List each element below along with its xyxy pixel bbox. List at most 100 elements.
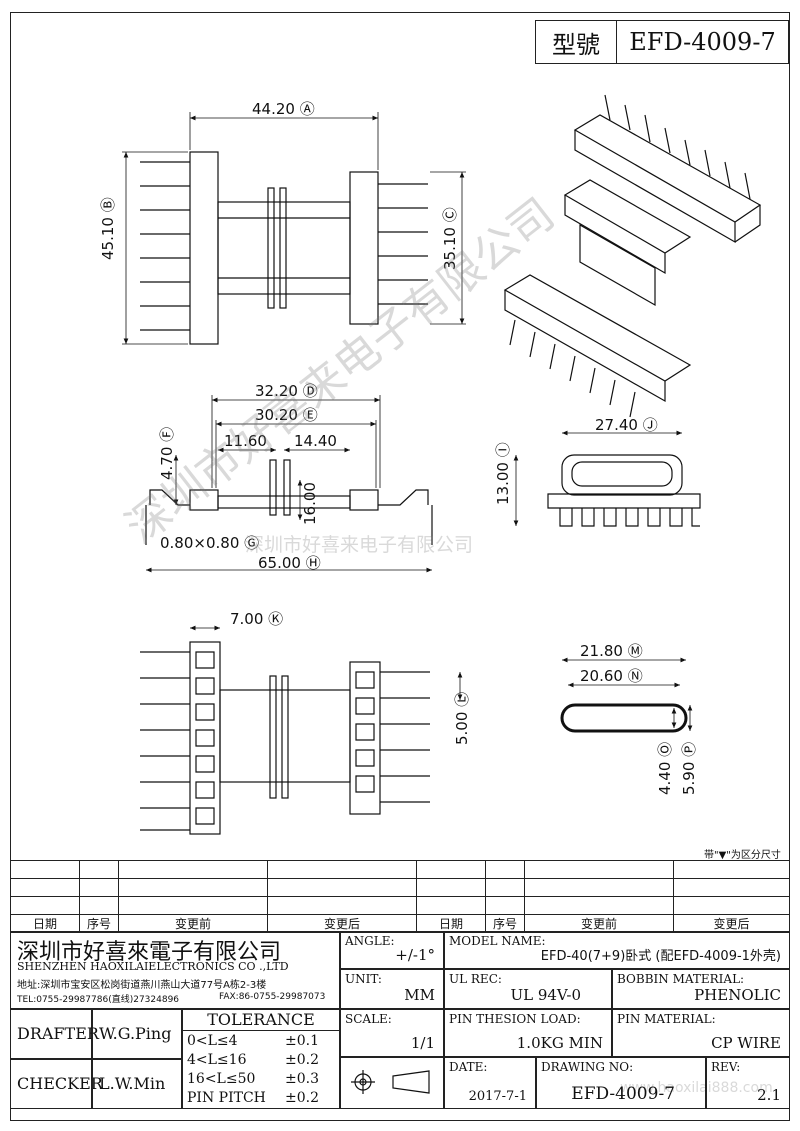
angle-label: ANGLE: [345,934,395,948]
dim-k: 7.00 Ⓚ [230,610,283,628]
drawing-no-value: EFD-4009-7 [571,1084,675,1104]
pin-material-cell: PIN MATERIAL: CP WIRE [612,1009,790,1057]
scale-cell: SCALE: 1/1 [340,1009,444,1057]
bobbin-value: PHENOLIC [694,986,781,1004]
unit-value: MM [404,986,435,1004]
company-name-en: SHENZHEN HAOXILAIELECTRONICS CO .,LTD [17,960,289,973]
pin-load-cell: PIN THESION LOAD: 1.0KG MIN [444,1009,612,1057]
technical-drawing: 44.20 Ⓐ 45.10 Ⓑ 35.10 Ⓒ 32.20 Ⓓ 30.20 Ⓔ … [99,94,762,835]
drawing-sheet [10,12,790,1121]
scale-value: 1/1 [410,1034,435,1052]
angle-cell: ANGLE: +/-1° [340,931,444,969]
rev-header-date-1: 日期 [10,914,80,933]
tolerance-range-4: PIN PITCH [187,1090,266,1106]
isometric-view [503,94,762,418]
projection-symbol-icon [351,1070,430,1094]
dim-i: 13.00 Ⓘ [494,442,512,505]
pin-load-label: PIN THESION LOAD: [449,1012,581,1026]
unit-cell: UNIT: MM [340,969,444,1009]
date-cell: DATE: 2017-7-1 [444,1057,536,1109]
ul-cell: UL REC: UL 94V-0 [444,969,612,1009]
dim-b: 45.10 Ⓑ [99,197,117,260]
bottom-view [140,625,463,835]
drawing-no-cell: DRAWING NO: EFD-4009-7 [536,1057,706,1109]
watermark-small: 深圳市好喜来电子有限公司 [245,534,474,556]
rev-header-after-2: 变更后 [673,914,790,933]
front-view [145,395,433,573]
tolerance-value-4: ±0.2 [285,1090,319,1106]
drawing-no-label: DRAWING NO: [541,1060,634,1074]
dim-o: 4.40 Ⓞ [656,742,674,795]
company-address: 地址:深圳市宝安区松岗街道燕川燕山大道77号A栋2-3楼 [17,980,267,991]
drafter-cell: W.G.Ping [92,1009,182,1059]
model-number-box: 型號 EFD-4009-7 [535,20,789,64]
projection-symbol-cell [340,1057,444,1109]
dim-c: 35.10 Ⓒ [441,207,459,270]
dim-w1: 11.60 [224,432,267,450]
model-name-label: MODEL NAME: [449,934,546,948]
side-view [513,430,701,527]
drafter-label-cell: DRAFTER [10,1009,99,1059]
unit-label: UNIT: [345,972,382,986]
checker-cell: L.W.Min [92,1059,182,1109]
model-name-cell: MODEL NAME: EFD-40(7+9)卧式 (配EFD-4009-1外壳… [444,931,790,969]
tolerance-ranges: 0<L≤4 4<L≤16 16<L≤50 PIN PITCH [187,1032,266,1108]
rev-cell: REV: 2.1 [706,1057,790,1109]
dim-h: 65.00 Ⓗ [258,554,321,572]
tolerance-values: ±0.1 ±0.2 ±0.3 ±0.2 [285,1032,319,1108]
pin-load-value: 1.0KG MIN [516,1034,603,1052]
rev-value: 2.1 [757,1086,781,1104]
dim-f: 4.70 Ⓕ [158,427,176,480]
dimension-note: 带"▼"为区分尺寸 [704,850,781,861]
model-value: EFD-4009-7 [629,28,776,56]
checker-label: CHECKER [17,1074,103,1093]
drafter-name: W.G.Ping [99,1024,172,1043]
tolerance-range-3: 16<L≤50 [187,1071,256,1087]
date-label: DATE: [449,1060,488,1074]
tolerance-value-2: ±0.2 [285,1052,319,1068]
company-name-cn: 深圳市好喜來電子有限公司 [17,940,282,965]
dim-e: 30.20 Ⓔ [255,406,318,424]
top-view [122,112,466,345]
dim-g: 0.80×0.80 Ⓖ [160,534,259,552]
checker-label-cell: CHECKER [10,1059,103,1109]
revision-table: 日期 序号 变更前 变更后 日期 序号 变更前 变更后 [10,860,790,933]
dim-n: 20.60 Ⓝ [580,667,643,685]
dim-j: 27.40 Ⓙ [595,416,658,434]
rev-header-before-1: 变更前 [118,914,268,933]
rev-header-no-1: 序号 [79,914,119,933]
drafter-label: DRAFTER [17,1024,99,1043]
angle-value: +/-1° [395,946,435,964]
bobbin-label: BOBBIN MATERIAL: [617,972,745,986]
dim-l: 5.00 Ⓛ [453,692,471,745]
company-tel: TEL:0755-29987786(直线)27324896 [17,995,180,1005]
model-name-value: EFD-40(7+9)卧式 (配EFD-4009-1外壳) [540,949,781,964]
rev-header-after-1: 变更后 [267,914,417,933]
rev-header-no-2: 序号 [485,914,525,933]
tolerance-value-1: ±0.1 [285,1033,319,1049]
dim-p: 5.90 Ⓟ [680,742,698,795]
bobbin-cell: BOBBIN MATERIAL: PHENOLIC [612,969,790,1009]
slot-detail [560,657,693,733]
rev-header-before-2: 变更前 [524,914,674,933]
model-label: 型號 [536,21,617,63]
dim-w3: 16.00 [301,482,319,525]
dim-m: 21.80 Ⓜ [580,642,643,660]
tolerance-range-1: 0<L≤4 [187,1033,238,1049]
watermark-url: www.haoxilai888.com [620,1080,773,1096]
ul-value: UL 94V-0 [510,986,581,1004]
scale-label: SCALE: [345,1012,392,1026]
pin-material-label: PIN MATERIAL: [617,1012,716,1026]
company-fax: FAX:86-0755-29987073 [219,992,326,1002]
pin-material-value: CP WIRE [711,1034,781,1052]
dim-w2: 14.40 [294,432,337,450]
date-value: 2017-7-1 [468,1089,527,1104]
rev-header-date-2: 日期 [416,914,486,933]
tolerance-label: TOLERANCE [183,1010,339,1031]
company-block: 深圳市好喜來電子有限公司 SHENZHEN HAOXILAIELECTRONIC… [10,931,340,1009]
dim-d: 32.20 Ⓓ [255,382,318,400]
checker-name: L.W.Min [99,1074,166,1093]
dim-a: 44.20 Ⓐ [252,100,315,118]
ul-label: UL REC: [449,972,502,986]
tolerance-block: TOLERANCE 0<L≤4 4<L≤16 16<L≤50 PIN PITCH… [182,1009,340,1109]
